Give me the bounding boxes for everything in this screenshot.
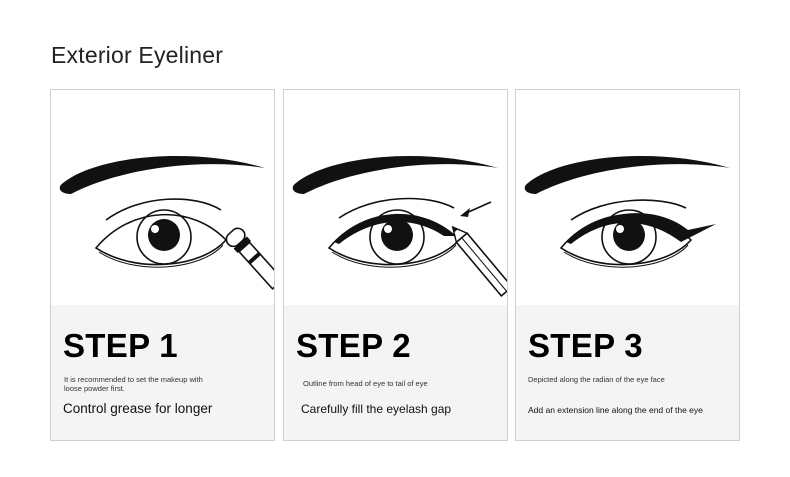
page-title: Exterior Eyeliner — [51, 42, 224, 68]
step-1-description: Control grease for longer — [63, 401, 213, 416]
step-3-title: STEP 3 — [528, 327, 643, 364]
step-1-text-panel: STEP 1 It is recommended to set the make… — [51, 305, 274, 440]
step-2-title: STEP 2 — [296, 327, 411, 364]
step-2-illustration — [284, 90, 507, 305]
step-card-1: STEP 1 It is recommended to set the make… — [50, 89, 275, 441]
step-2-note: Outline from head of eye to tail of eye — [303, 379, 428, 388]
step-3-note: Depicted along the radian of the eye fac… — [528, 375, 665, 384]
step-1-note: It is recommended to set the makeup with… — [64, 375, 203, 393]
step-2-text-panel: STEP 2 Outline from head of eye to tail … — [284, 305, 507, 440]
eye-pencil-icon — [292, 155, 507, 297]
step-3-illustration — [516, 90, 739, 305]
step-3-text-panel: STEP 3 Depicted along the radian of the … — [516, 305, 739, 440]
step-1-title: STEP 1 — [63, 327, 178, 364]
step-card-3: STEP 3 Depicted along the radian of the … — [515, 89, 740, 441]
step-3-description: Add an extension line along the end of t… — [528, 405, 703, 415]
step-card-2: STEP 2 Outline from head of eye to tail … — [283, 89, 508, 441]
eye-winged-liner-icon — [524, 155, 730, 268]
eye-brush-icon — [59, 155, 274, 290]
step-2-description: Carefully fill the eyelash gap — [301, 402, 452, 416]
step-1-illustration — [51, 90, 274, 305]
